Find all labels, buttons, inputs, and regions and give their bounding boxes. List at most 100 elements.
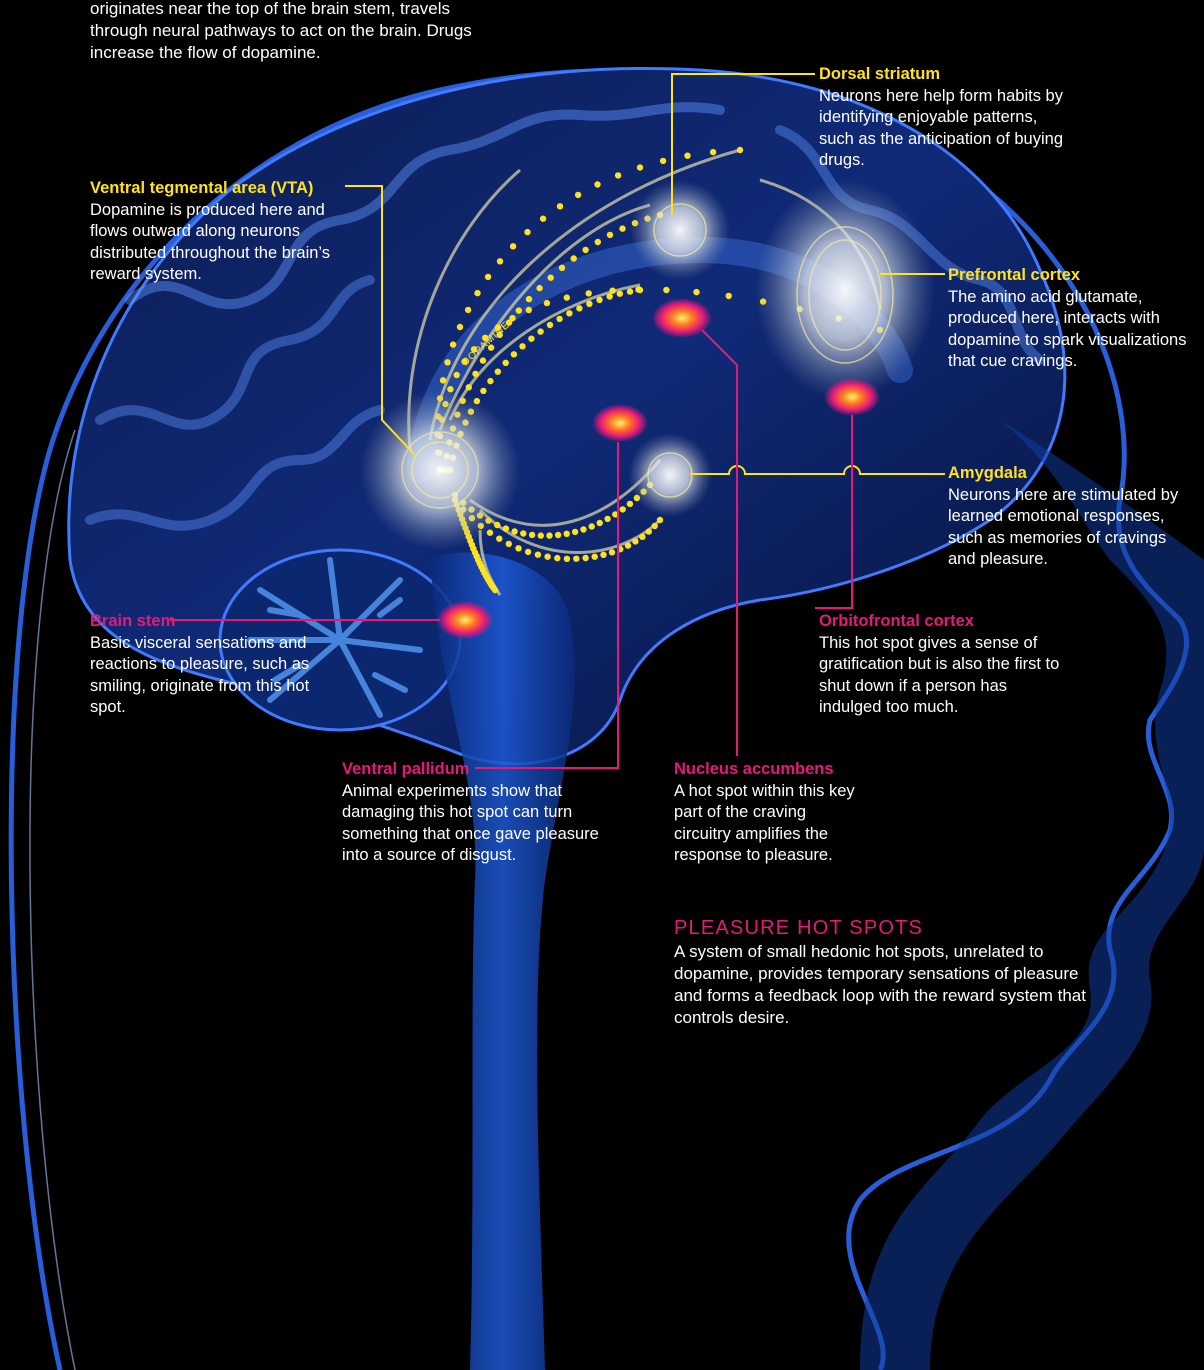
dopamine-dot (604, 516, 610, 522)
dopamine-dot (526, 296, 532, 302)
prefrontal-cortex-title: Prefrontal cortex (948, 265, 1193, 287)
dopamine-dot (589, 523, 595, 529)
dopamine-dot (547, 322, 553, 328)
prefrontal-cortex-label: Prefrontal cortex The amino acid glutama… (948, 265, 1193, 373)
dopamine-dot (693, 289, 699, 295)
dopamine-dot (607, 293, 613, 299)
dopamine-dot (564, 294, 570, 300)
dopamine-dot (627, 501, 633, 507)
dopamine-dot (600, 552, 606, 558)
dorsal-striatum-body: Neurons here help form habits by identif… (819, 86, 1069, 172)
dopamine-dot (520, 530, 526, 536)
dopamine-dot (586, 301, 592, 307)
dopamine-dot (639, 534, 645, 540)
dopamine-dot (580, 526, 586, 532)
dopamine-dot (609, 549, 615, 555)
dopamine-dot (485, 274, 491, 280)
dopamine-dot (496, 536, 502, 542)
dopamine-dot (537, 328, 543, 334)
dopamine-dot (454, 372, 460, 378)
prefrontal-region (755, 180, 935, 400)
dopamine-dot (582, 555, 588, 561)
brain-stem-hot-spot (437, 601, 493, 639)
nucleus-accumbens-label: Nucleus accumbens A hot spot within this… (674, 759, 864, 867)
ventral-pallidum-label: Ventral pallidum Animal experiments show… (342, 759, 612, 867)
dopamine-dot (595, 239, 601, 245)
orbitofrontal-cortex-title: Orbitofrontal cortex (819, 611, 1064, 633)
dopamine-dot (607, 232, 613, 238)
nucleus-accumbens-body: A hot spot within this key part of the c… (674, 781, 864, 867)
orbitofrontal-hot-spot (824, 378, 880, 416)
dopamine-dot (480, 388, 486, 394)
dopamine-dot (617, 291, 623, 297)
pleasure-hot-spots-body: A system of small hedonic hot spots, unr… (674, 941, 1094, 1029)
dopamine-dot (627, 288, 633, 294)
dopamine-dot (592, 554, 598, 560)
dopamine-dot (515, 545, 521, 551)
dopamine-dot (609, 288, 615, 294)
dorsal-striatum-title: Dorsal striatum (819, 64, 1069, 86)
dopamine-dot (646, 528, 652, 534)
dopamine-dot (559, 265, 565, 271)
vta-label: Ventral tegmental area (VTA) Dopamine is… (90, 178, 350, 286)
dopamine-dot (571, 255, 577, 261)
dopamine-dot (737, 147, 743, 153)
dopamine-dot (575, 192, 581, 198)
vta-region (360, 390, 520, 550)
dopamine-dot (548, 275, 554, 281)
dopamine-dot (516, 307, 522, 313)
dopamine-dot (620, 506, 626, 512)
orbitofrontal-cortex-label: Orbitofrontal cortex This hot spot gives… (819, 611, 1064, 719)
dopamine-dot (503, 360, 509, 366)
dopamine-dot (637, 287, 643, 293)
dopamine-dot (554, 555, 560, 561)
pleasure-hot-spots-title: PLEASURE HOT SPOTS (674, 915, 1094, 941)
dopamine-dot (519, 343, 525, 349)
dopamine-dot (576, 305, 582, 311)
dopamine-dot (457, 324, 463, 330)
prefrontal-cortex-body: The amino acid glutamate, produced here,… (948, 287, 1193, 373)
dopamine-dot (597, 520, 603, 526)
dopamine-dot (564, 556, 570, 562)
ventral-pallidum-title: Ventral pallidum (342, 759, 612, 781)
dopamine-dot (652, 523, 658, 529)
dopamine-dot (466, 384, 472, 390)
dopamine-dot (503, 525, 509, 531)
amygdala-label: Amygdala Neurons here are stimulated by … (948, 463, 1198, 571)
ventral-pallidum-hot-spot (592, 404, 648, 442)
dopamine-dot (538, 532, 544, 538)
dopamine-dot (450, 341, 456, 347)
dopamine-dot (615, 172, 621, 178)
dopamine-dot (564, 531, 570, 537)
dopamine-dot (528, 336, 534, 342)
dopamine-dot (556, 316, 562, 322)
dopamine-dot (525, 549, 531, 555)
pleasure-hot-spots-box: PLEASURE HOT SPOTS A system of small hed… (674, 915, 1094, 1029)
dopamine-dot (619, 225, 625, 231)
dopamine-dot (474, 290, 480, 296)
dopamine-dot (535, 552, 541, 558)
orbitofrontal-cortex-body: This hot spot gives a sense of gratifica… (819, 633, 1064, 719)
dopamine-dot (544, 554, 550, 560)
dopamine-dot (492, 587, 498, 593)
amygdala-title: Amygdala (948, 463, 1198, 485)
dopamine-dot (540, 216, 546, 222)
ventral-pallidum-body: Animal experiments show that damaging th… (342, 781, 612, 867)
brain-stem-spinal-cord (430, 553, 575, 1370)
dopamine-dot (594, 181, 600, 187)
dopamine-dot (487, 378, 493, 384)
dopamine-dot (444, 359, 450, 365)
dopamine-dot (440, 377, 446, 383)
dopamine-dot (524, 229, 530, 235)
dopamine-dot (511, 351, 517, 357)
dopamine-dot (557, 203, 563, 209)
vta-title: Ventral tegmental area (VTA) (90, 178, 350, 200)
vta-body: Dopamine is produced here and flows outw… (90, 200, 350, 286)
dopamine-dot (465, 307, 471, 313)
dopamine-dot (684, 153, 690, 159)
dopamine-dot (582, 247, 588, 253)
dopamine-dot (710, 149, 716, 155)
dopamine-dot (586, 290, 592, 296)
dopamine-dot (544, 300, 550, 306)
dopamine-dot (536, 285, 542, 291)
